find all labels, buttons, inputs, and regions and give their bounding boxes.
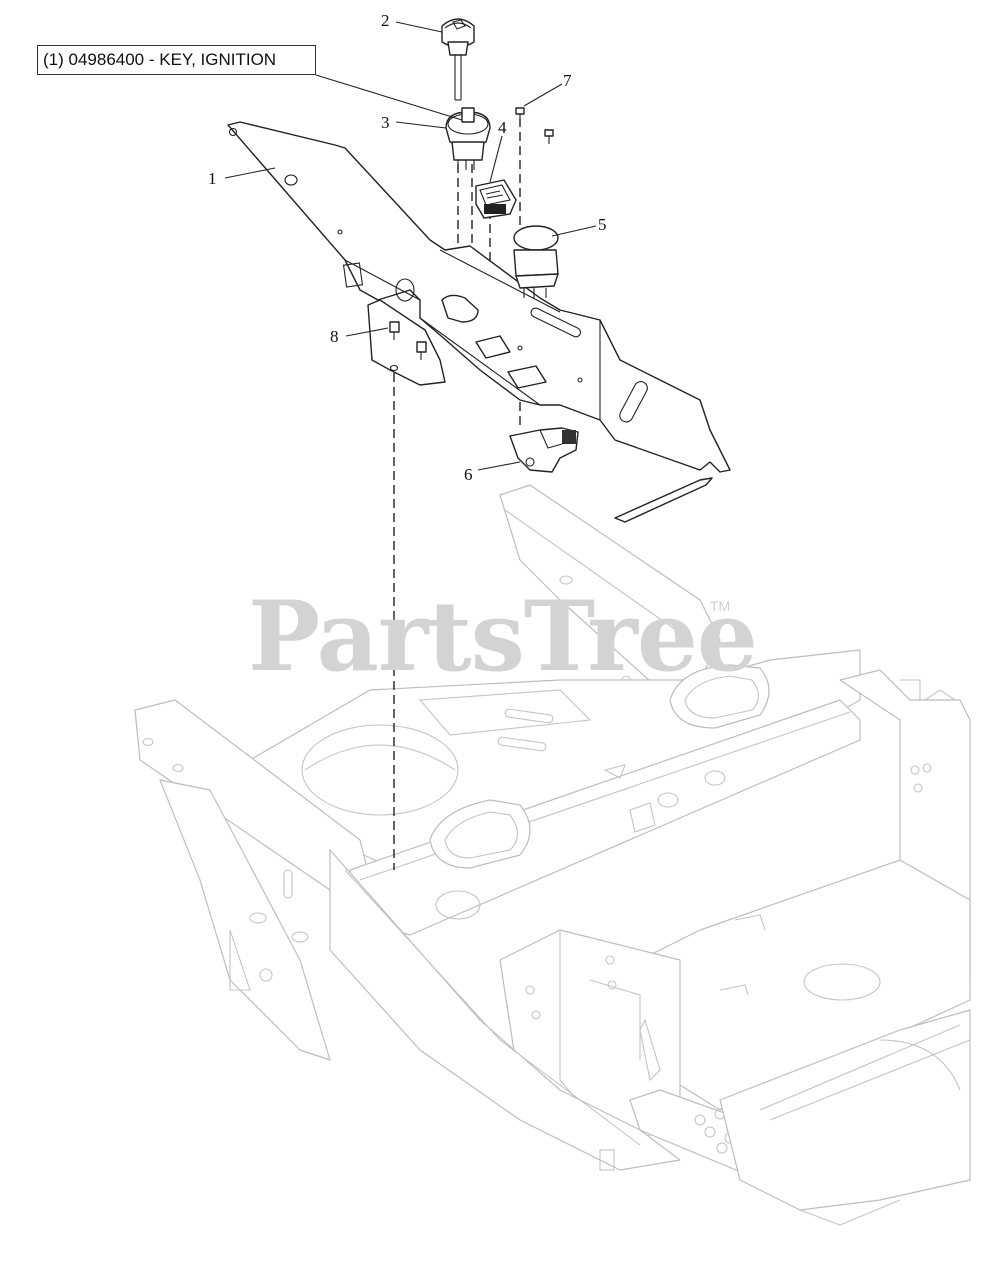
watermark-tm: TM	[710, 598, 731, 614]
part-3-ignition-switch	[445, 107, 491, 170]
part-callout[interactable]: (1) 04986400 - KEY, IGNITION	[37, 45, 316, 75]
watermark: PartsTree	[248, 580, 758, 693]
label-4: 4	[498, 118, 507, 137]
part-4-rocker-switch	[475, 179, 517, 219]
label-6: 6	[464, 465, 473, 484]
part-2-ignition-key	[441, 18, 475, 101]
part-8-bolts	[389, 321, 427, 360]
label-7: 7	[563, 71, 572, 90]
label-5: 5	[598, 215, 607, 234]
part-7-screws	[515, 107, 554, 144]
label-8: 8	[330, 327, 339, 346]
label-1: 1	[208, 169, 217, 188]
label-3: 3	[381, 113, 390, 132]
leader-lines	[224, 21, 597, 471]
item-numbers: 1 2 3 4 5 6 7 8	[208, 11, 607, 484]
part-5-pto-switch	[513, 225, 559, 298]
bracket-part-1	[227, 121, 731, 523]
part-6-seat-switch	[509, 427, 579, 473]
tractor-frame	[134, 484, 971, 1226]
label-2: 2	[381, 11, 390, 30]
